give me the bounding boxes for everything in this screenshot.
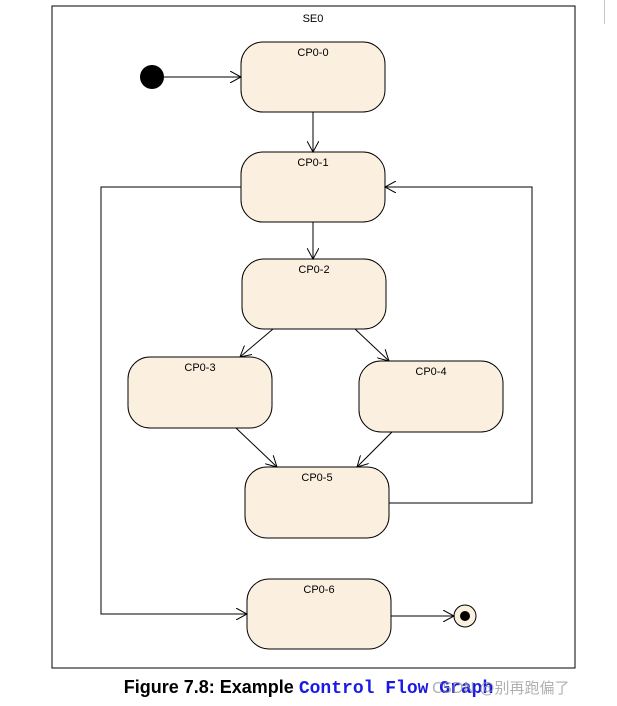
- state-label-cp0-5: CP0-5: [301, 472, 332, 484]
- transition-cp0-2-to-cp0-3: [240, 328, 274, 357]
- transition-cp0-4-to-cp0-5: [357, 431, 393, 467]
- transition-cp0-1-to-cp0-6: [100, 186, 247, 614]
- transition-cp0-3-to-cp0-5: [235, 427, 277, 467]
- state-label-cp0-2: CP0-2: [298, 264, 329, 276]
- state-cp0-5[interactable]: CP0-5: [244, 466, 390, 539]
- container-frame: [51, 5, 576, 669]
- state-cp0-1[interactable]: CP0-1: [240, 151, 386, 223]
- state-label-cp0-6: CP0-6: [303, 584, 334, 596]
- state-label-cp0-0: CP0-0: [297, 47, 328, 59]
- container-label: SE0: [303, 13, 324, 25]
- state-cp0-4[interactable]: CP0-4: [358, 360, 504, 433]
- initial-node: [140, 65, 164, 89]
- caption-code: Control Flow Graph: [298, 679, 494, 699]
- figure-caption: Figure 7.8: Example Control Flow Graph: [0, 676, 617, 700]
- final-node: [453, 604, 477, 628]
- state-label-cp0-3: CP0-3: [184, 362, 215, 374]
- transition-cp0-5-to-cp0-1: [385, 187, 533, 504]
- watermark: CSDN @别再跑偏了: [432, 679, 570, 697]
- state-cp0-2[interactable]: CP0-2: [241, 258, 387, 330]
- page-edge-rule: [604, 0, 617, 24]
- state-cp0-6[interactable]: CP0-6: [246, 578, 392, 650]
- state-cp0-3[interactable]: CP0-3: [127, 356, 273, 429]
- state-cp0-0[interactable]: CP0-0: [240, 41, 386, 113]
- state-label-cp0-1: CP0-1: [297, 157, 328, 169]
- transition-cp0-2-to-cp0-4: [354, 328, 389, 361]
- caption-prefix: Figure 7.8: Example: [123, 677, 299, 697]
- state-label-cp0-4: CP0-4: [415, 366, 446, 378]
